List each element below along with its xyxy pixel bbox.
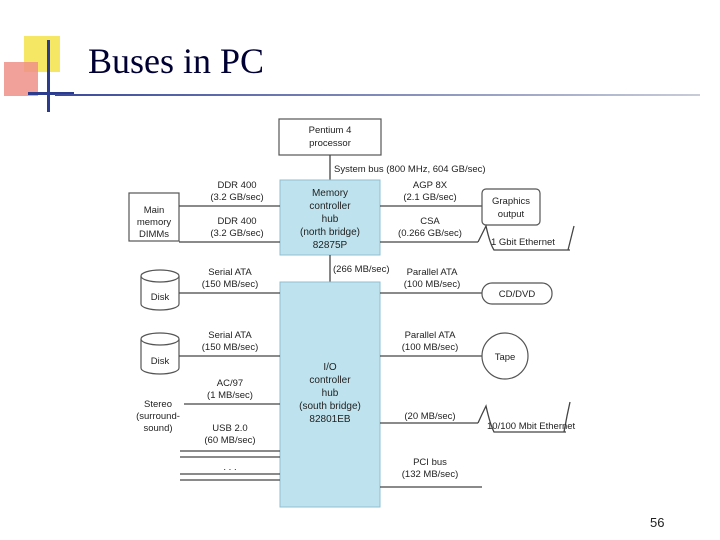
ddr-2-speed: (3.2 GB/sec) [210, 228, 263, 239]
south-bridge-line-5: 82801EB [309, 414, 350, 425]
south-bridge-line-2: controller [309, 375, 351, 386]
north-bridge-line-1: Memory [312, 188, 348, 199]
mbit-ethernet-path [477, 404, 566, 433]
pci-speed: (132 MB/sec) [402, 469, 459, 480]
sata-2-speed: (150 MB/sec) [202, 342, 259, 353]
sata-1-speed: (150 MB/sec) [202, 279, 259, 290]
tape-circle: Tape [481, 332, 529, 380]
pata-1-speed: (100 MB/sec) [404, 279, 461, 290]
disk-1-label: Disk [151, 292, 170, 303]
slide-title: Buses in PC [88, 41, 265, 81]
tape-label: Tape [495, 352, 516, 363]
gbit-ethernet-zigzag [567, 225, 575, 251]
main-memory-line-1: Main [144, 205, 165, 216]
cd-dvd-label: CD/DVD [499, 289, 536, 300]
north-bridge-line-3: hub [322, 214, 339, 225]
usb-name: USB 2.0 [212, 423, 247, 434]
ddr-1-speed: (3.2 GB/sec) [210, 192, 263, 203]
decor-red-square [4, 62, 38, 96]
stereo-line-2: (surround- [136, 411, 180, 422]
hub-link-label: (266 MB/sec) [333, 264, 390, 275]
decor-horizontal-line [28, 92, 74, 95]
processor-box: Pentium 4 processor [278, 118, 382, 156]
pci-name: PCI bus [413, 457, 447, 468]
cd-dvd-box: CD/DVD [481, 282, 553, 305]
graphics-line-1: Graphics [492, 196, 530, 207]
mbit-ethernet-speed: (20 MB/sec) [404, 411, 455, 422]
stereo-line-3: sound) [143, 423, 172, 434]
pata-2-name: Parallel ATA [405, 330, 457, 341]
page-number: 56 [650, 515, 665, 530]
main-memory-box: Main memory DIMMs [128, 192, 180, 242]
title-underline [55, 94, 700, 96]
sata-1-name: Serial ATA [208, 267, 252, 278]
agp-name: AGP 8X [413, 180, 448, 191]
south-bridge-line-4: (south bridge) [299, 401, 361, 412]
north-bridge-line-2: controller [309, 201, 351, 212]
usb-speed: (60 MB/sec) [204, 435, 255, 446]
south-bridge-box: I/O controller hub (south bridge) 82801E… [279, 281, 381, 508]
disk-2-cylinder: Disk [140, 332, 180, 375]
ddr-1-name: DDR 400 [217, 180, 256, 191]
main-memory-line-2: memory [137, 217, 172, 228]
mbit-ethernet-label: 10/100 Mbit Ethernet [487, 421, 576, 432]
stereo-line-1: Stereo [144, 399, 172, 410]
ddr-2-name: DDR 400 [217, 216, 256, 227]
graphics-output-box: Graphics output [481, 188, 541, 226]
north-bridge-line-5: 82875P [313, 240, 348, 251]
north-bridge-line-4: (north bridge) [300, 227, 360, 238]
ac97-speed: (1 MB/sec) [207, 390, 253, 401]
gbit-ethernet-label: 1 Gbit Ethernet [491, 237, 555, 248]
gbit-ethernet-line [477, 224, 570, 251]
pata-2-speed: (100 MB/sec) [402, 342, 459, 353]
disk-1-cylinder: Disk [140, 269, 180, 311]
graphics-line-2: output [498, 209, 525, 220]
mbit-ethernet-zigzag [563, 401, 571, 433]
agp-speed: (2.1 GB/sec) [403, 192, 456, 203]
ac97-name: AC/97 [217, 378, 243, 389]
csa-speed: (0.266 GB/sec) [398, 228, 462, 239]
disk-2-label: Disk [151, 356, 170, 367]
usb-ellipsis: . . . [223, 462, 236, 473]
processor-label-2: processor [309, 138, 351, 149]
decor-vertical-line [47, 40, 50, 112]
processor-label-1: Pentium 4 [309, 125, 352, 136]
system-bus-label: System bus (800 MHz, 604 GB/sec) [334, 164, 486, 175]
south-bridge-line-1: I/O [323, 362, 337, 373]
pata-1-name: Parallel ATA [407, 267, 459, 278]
south-bridge-line-3: hub [322, 388, 339, 399]
csa-name: CSA [420, 216, 440, 227]
sata-2-name: Serial ATA [208, 330, 252, 341]
main-memory-line-3: DIMMs [139, 229, 169, 240]
north-bridge-box: Memory controller hub (north bridge) 828… [279, 179, 381, 256]
